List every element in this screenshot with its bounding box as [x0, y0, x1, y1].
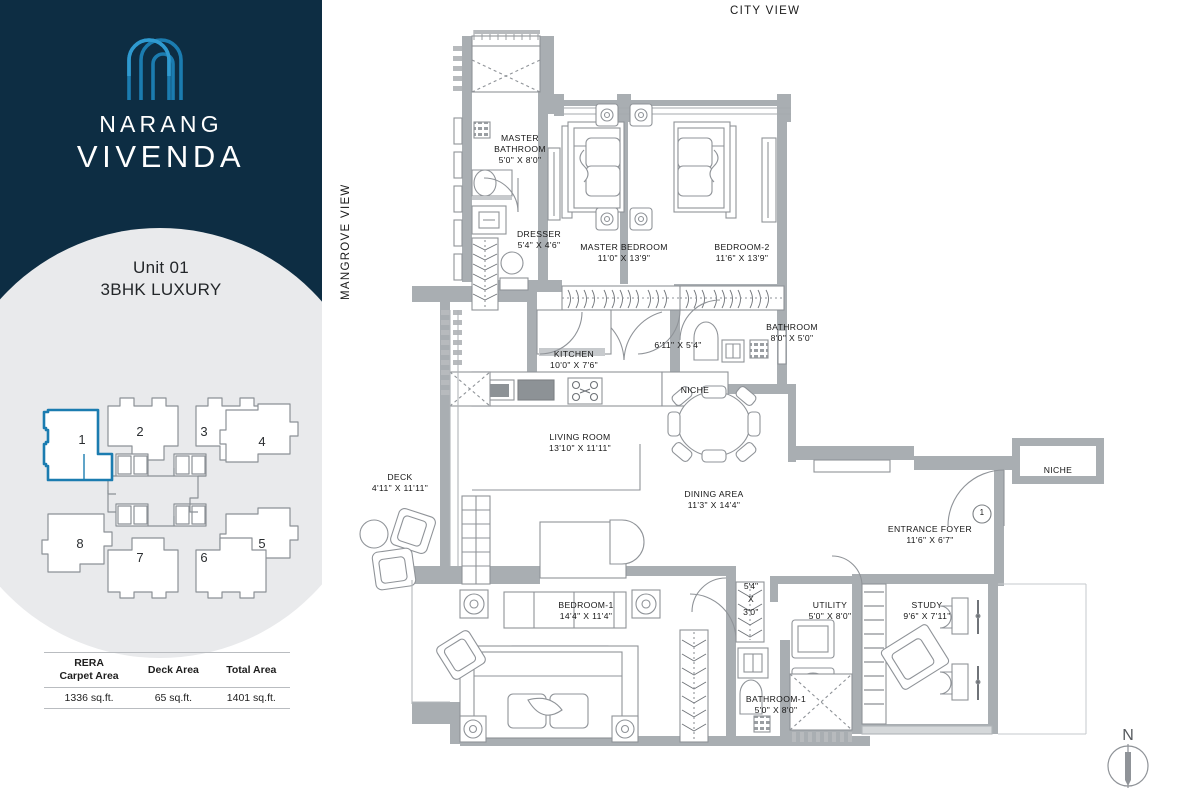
area-header-rera: RERA Carpet Area [59, 657, 119, 683]
north-compass-icon: N [1107, 727, 1149, 788]
brand-name-line2: VIVENDA [76, 139, 246, 174]
keyplan-lift-a [117, 455, 132, 475]
keyplan-label-1: 1 [78, 432, 85, 447]
keyplan-lift-e [117, 505, 132, 525]
keyplan-lift-f [133, 505, 148, 525]
keyplan-lift-c [175, 455, 190, 475]
key-plan-diagram[interactable]: 1 2 3 4 5 6 7 8 [22, 392, 308, 614]
keyplan-lift-g [175, 505, 190, 525]
unit-title-block: Unit 01 3BHK LUXURY [0, 258, 322, 300]
area-value-deck: 65 sq.ft. [154, 692, 193, 705]
brand-logo-block: NARANG VIVENDA [0, 30, 322, 175]
area-table-value-row: 1336 sq.ft. 65 sq.ft. 1401 sq.ft. [44, 688, 290, 709]
keyplan-lift-b [133, 455, 148, 475]
keyplan-label-7: 7 [136, 550, 143, 565]
unit-type-label: 3BHK LUXURY [100, 280, 222, 299]
keyplan-lift-d [191, 455, 206, 475]
sidebar: NARANG VIVENDA Unit 01 3BHK LUXURY [0, 0, 322, 800]
unit-number-label: Unit 01 [133, 258, 189, 277]
keyplan-label-6: 6 [200, 550, 207, 565]
keyplan-corridor-2 [107, 490, 116, 513]
brand-name-line1: NARANG [99, 111, 223, 137]
keyplan-label-2: 2 [136, 424, 143, 439]
city-view-label: CITY VIEW [730, 5, 801, 17]
keyplan-label-8: 8 [76, 536, 83, 551]
area-header-total: Total Area [226, 663, 277, 676]
keyplan-unit-8[interactable] [41, 513, 113, 573]
keyplan-unit-7[interactable] [107, 537, 179, 599]
svg-text:N: N [1122, 727, 1134, 744]
keyplan-lift-h [191, 505, 206, 525]
keyplan-corridor [107, 468, 206, 527]
area-summary-table: RERA Carpet Area Deck Area Total Area 13… [44, 652, 290, 709]
area-table-header-row: RERA Carpet Area Deck Area Total Area [44, 652, 290, 688]
keyplan-label-4: 4 [258, 434, 265, 449]
mangrove-view-label: MANGROVE VIEW [340, 183, 352, 300]
floor-plan-drawing: CITY VIEW MANGROVE VIEW [322, 0, 1200, 800]
thin-walls [359, 30, 1005, 743]
area-header-deck: Deck Area [147, 663, 199, 676]
keyplan-label-5: 5 [258, 536, 265, 551]
keyplan-unit-1-highlight[interactable] [42, 408, 114, 482]
area-value-total: 1401 sq.ft. [226, 692, 276, 705]
area-value-rera: 1336 sq.ft. [64, 692, 114, 705]
keyplan-label-3: 3 [200, 424, 207, 439]
plan-vector: N [359, 30, 1149, 788]
keyplan-unit-6[interactable] [195, 537, 267, 599]
arch-logo-icon [127, 38, 183, 100]
keyplan-unit-4[interactable] [219, 403, 299, 463]
